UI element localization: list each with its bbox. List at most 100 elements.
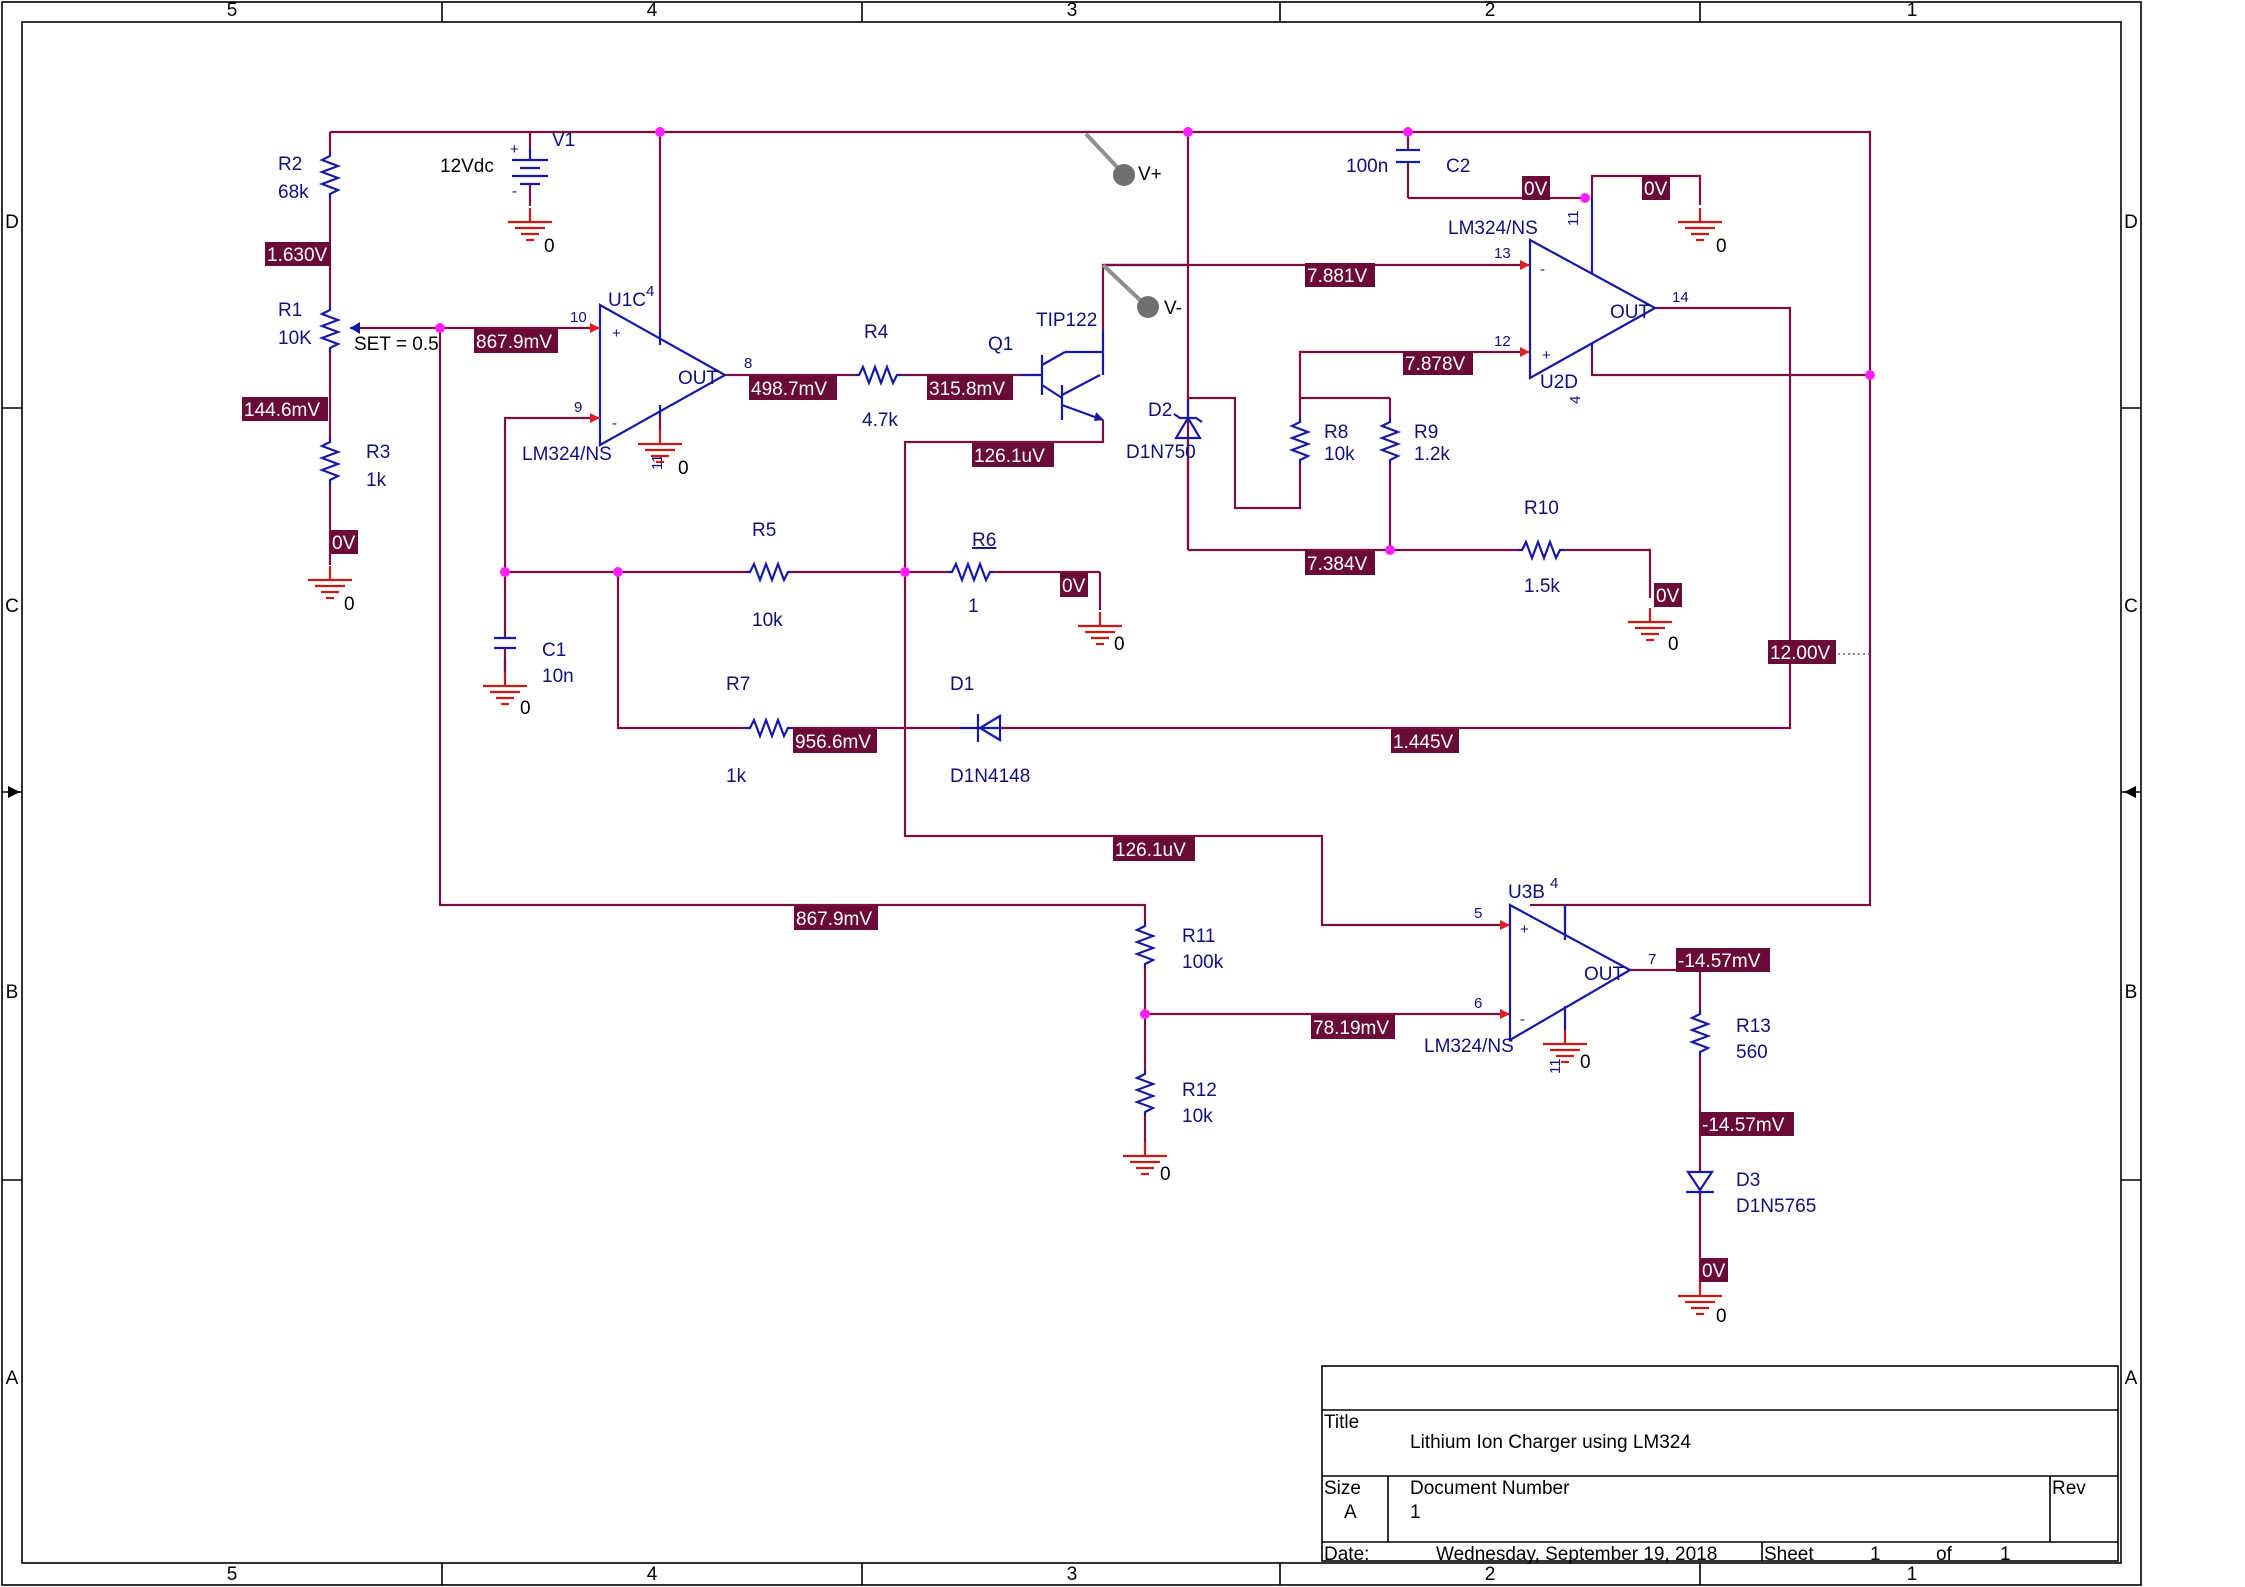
svg-text:U3B: U3B [1508, 882, 1545, 903]
svg-text:A: A [6, 1368, 19, 1389]
svg-text:0: 0 [1160, 1164, 1171, 1185]
svg-text:D1N750: D1N750 [1126, 442, 1196, 463]
sheet-number: 1 [1870, 1544, 1881, 1565]
svg-text:C1: C1 [542, 640, 566, 661]
svg-text:1: 1 [1907, 1564, 1918, 1585]
svg-text:956.6mV: 956.6mV [795, 732, 871, 753]
svg-text:1.445V: 1.445V [1393, 732, 1454, 753]
ground-r10: 0 [1626, 606, 1679, 655]
svg-text:5: 5 [227, 1564, 238, 1585]
svg-text:B: B [2125, 982, 2138, 1003]
ground-r3: 0 [306, 564, 355, 615]
svg-text:R3: R3 [366, 442, 390, 463]
svg-text:OUT: OUT [1610, 302, 1651, 323]
svg-text:R1: R1 [278, 300, 302, 321]
ground-u3b: 0 [1541, 1028, 1591, 1073]
svg-text:14: 14 [1672, 289, 1689, 306]
svg-text:7.881V: 7.881V [1307, 266, 1368, 287]
date-value: Wednesday, September 19, 2018 [1436, 1544, 1717, 1565]
svg-text:0V: 0V [1062, 576, 1086, 597]
svg-text:78.19mV: 78.19mV [1313, 1018, 1389, 1039]
svg-text:0: 0 [1716, 1306, 1727, 1327]
svg-text:10K: 10K [278, 328, 312, 349]
voltage-tag-q1-collector: 7.881V [1305, 263, 1375, 287]
svg-text:+: + [612, 325, 621, 342]
svg-text:12: 12 [1494, 333, 1511, 350]
svg-text:R4: R4 [864, 322, 889, 343]
svg-text:10k: 10k [1324, 444, 1355, 465]
svg-text:10k: 10k [1182, 1106, 1213, 1127]
voltage-probe-vminus: V- [1101, 263, 1182, 319]
svg-text:+: + [1520, 921, 1529, 938]
resistor-r4: R4 4.7k [853, 322, 903, 431]
rev-label: Rev [2052, 1478, 2086, 1499]
svg-text:0: 0 [1668, 634, 1679, 655]
svg-text:11: 11 [1547, 1058, 1564, 1074]
opamp-u2d: - + OUT LM324/NS U2D 13 12 14 11 4 [1448, 198, 1689, 404]
border-column-labels: 5 4 3 2 1 5 4 3 2 1 [227, 0, 1918, 1585]
svg-text:A: A [2125, 1368, 2138, 1389]
svg-text:1k: 1k [366, 470, 387, 491]
svg-text:126.1uV: 126.1uV [974, 446, 1045, 467]
resistor-r2: R2 68k [278, 150, 340, 203]
ground-d3: 0 [1676, 1280, 1727, 1327]
date-label: Date: [1324, 1544, 1369, 1565]
svg-text:-14.57mV: -14.57mV [1678, 951, 1761, 972]
docnum-value: 1 [1410, 1502, 1421, 1523]
schematic-title: Lithium Ion Charger using LM324 [1410, 1432, 1691, 1453]
svg-text:1.2k: 1.2k [1414, 444, 1450, 465]
svg-text:560: 560 [1736, 1042, 1768, 1063]
svg-text:1: 1 [1907, 0, 1918, 21]
svg-text:C: C [2124, 596, 2138, 617]
potentiometer-r1: R1 10K SET = 0.5 [278, 300, 439, 355]
svg-text:11: 11 [1565, 210, 1582, 226]
svg-text:4.7k: 4.7k [862, 410, 898, 431]
voltage-tag-wiper: 867.9mV [474, 329, 558, 353]
svg-text:D1: D1 [950, 674, 974, 695]
voltage-tag-u2-pin11: 0V [1642, 176, 1670, 200]
docnum-label: Document Number [1410, 1478, 1570, 1499]
ground-c1: 0 [481, 670, 531, 719]
svg-text:R9: R9 [1414, 422, 1438, 443]
svg-text:-: - [612, 415, 617, 432]
svg-text:6: 6 [1474, 995, 1482, 1012]
svg-text:867.9mV: 867.9mV [476, 332, 552, 353]
resistor-r11: R11 100k [1135, 920, 1224, 973]
svg-text:5: 5 [227, 0, 238, 21]
diode-d3: D3 D1N5765 [1685, 1170, 1816, 1217]
size-value: A [1344, 1502, 1357, 1523]
svg-text:SET = 0.5: SET = 0.5 [354, 334, 439, 355]
svg-text:10k: 10k [752, 610, 783, 631]
svg-text:-: - [512, 183, 517, 200]
voltage-tag-d1: 1.445V [1391, 729, 1459, 753]
voltage-tag-r10-gnd: 0V [1654, 583, 1682, 607]
voltage-tag-u3-out: -14.57mV [1676, 948, 1770, 972]
svg-text:R11: R11 [1182, 926, 1215, 947]
svg-text:+: + [510, 141, 519, 158]
voltage-tag-q1-base: 315.8mV [927, 376, 1013, 400]
voltage-tag-r11-top: 867.9mV [794, 906, 878, 930]
ground-r6: 0 [1076, 610, 1125, 655]
svg-text:144.6mV: 144.6mV [244, 400, 320, 421]
voltage-tag-r7: 956.6mV [793, 729, 877, 753]
voltage-tag-divider: 7.384V [1305, 551, 1375, 575]
svg-text:1.5k: 1.5k [1524, 576, 1560, 597]
svg-text:LM324/NS: LM324/NS [522, 444, 612, 465]
svg-text:498.7mV: 498.7mV [751, 379, 827, 400]
svg-text:0V: 0V [1702, 1261, 1726, 1282]
capacitor-c2: 100n C2 [1346, 148, 1470, 177]
svg-text:4: 4 [647, 1564, 658, 1585]
svg-text:OUT: OUT [1584, 964, 1625, 985]
border-row-labels: D C B A D C B A [5, 212, 2138, 1389]
svg-text:126.1uV: 126.1uV [1115, 840, 1186, 861]
svg-text:C2: C2 [1446, 156, 1470, 177]
svg-text:-: - [1520, 1011, 1525, 1028]
resistor-r12: R12 10k [1135, 1068, 1217, 1127]
svg-text:0V: 0V [1524, 179, 1548, 200]
svg-text:0: 0 [344, 594, 355, 615]
svg-text:3: 3 [1067, 0, 1078, 21]
svg-text:D3: D3 [1736, 1170, 1760, 1191]
svg-text:1.630V: 1.630V [267, 245, 328, 266]
svg-text:R10: R10 [1524, 498, 1559, 519]
